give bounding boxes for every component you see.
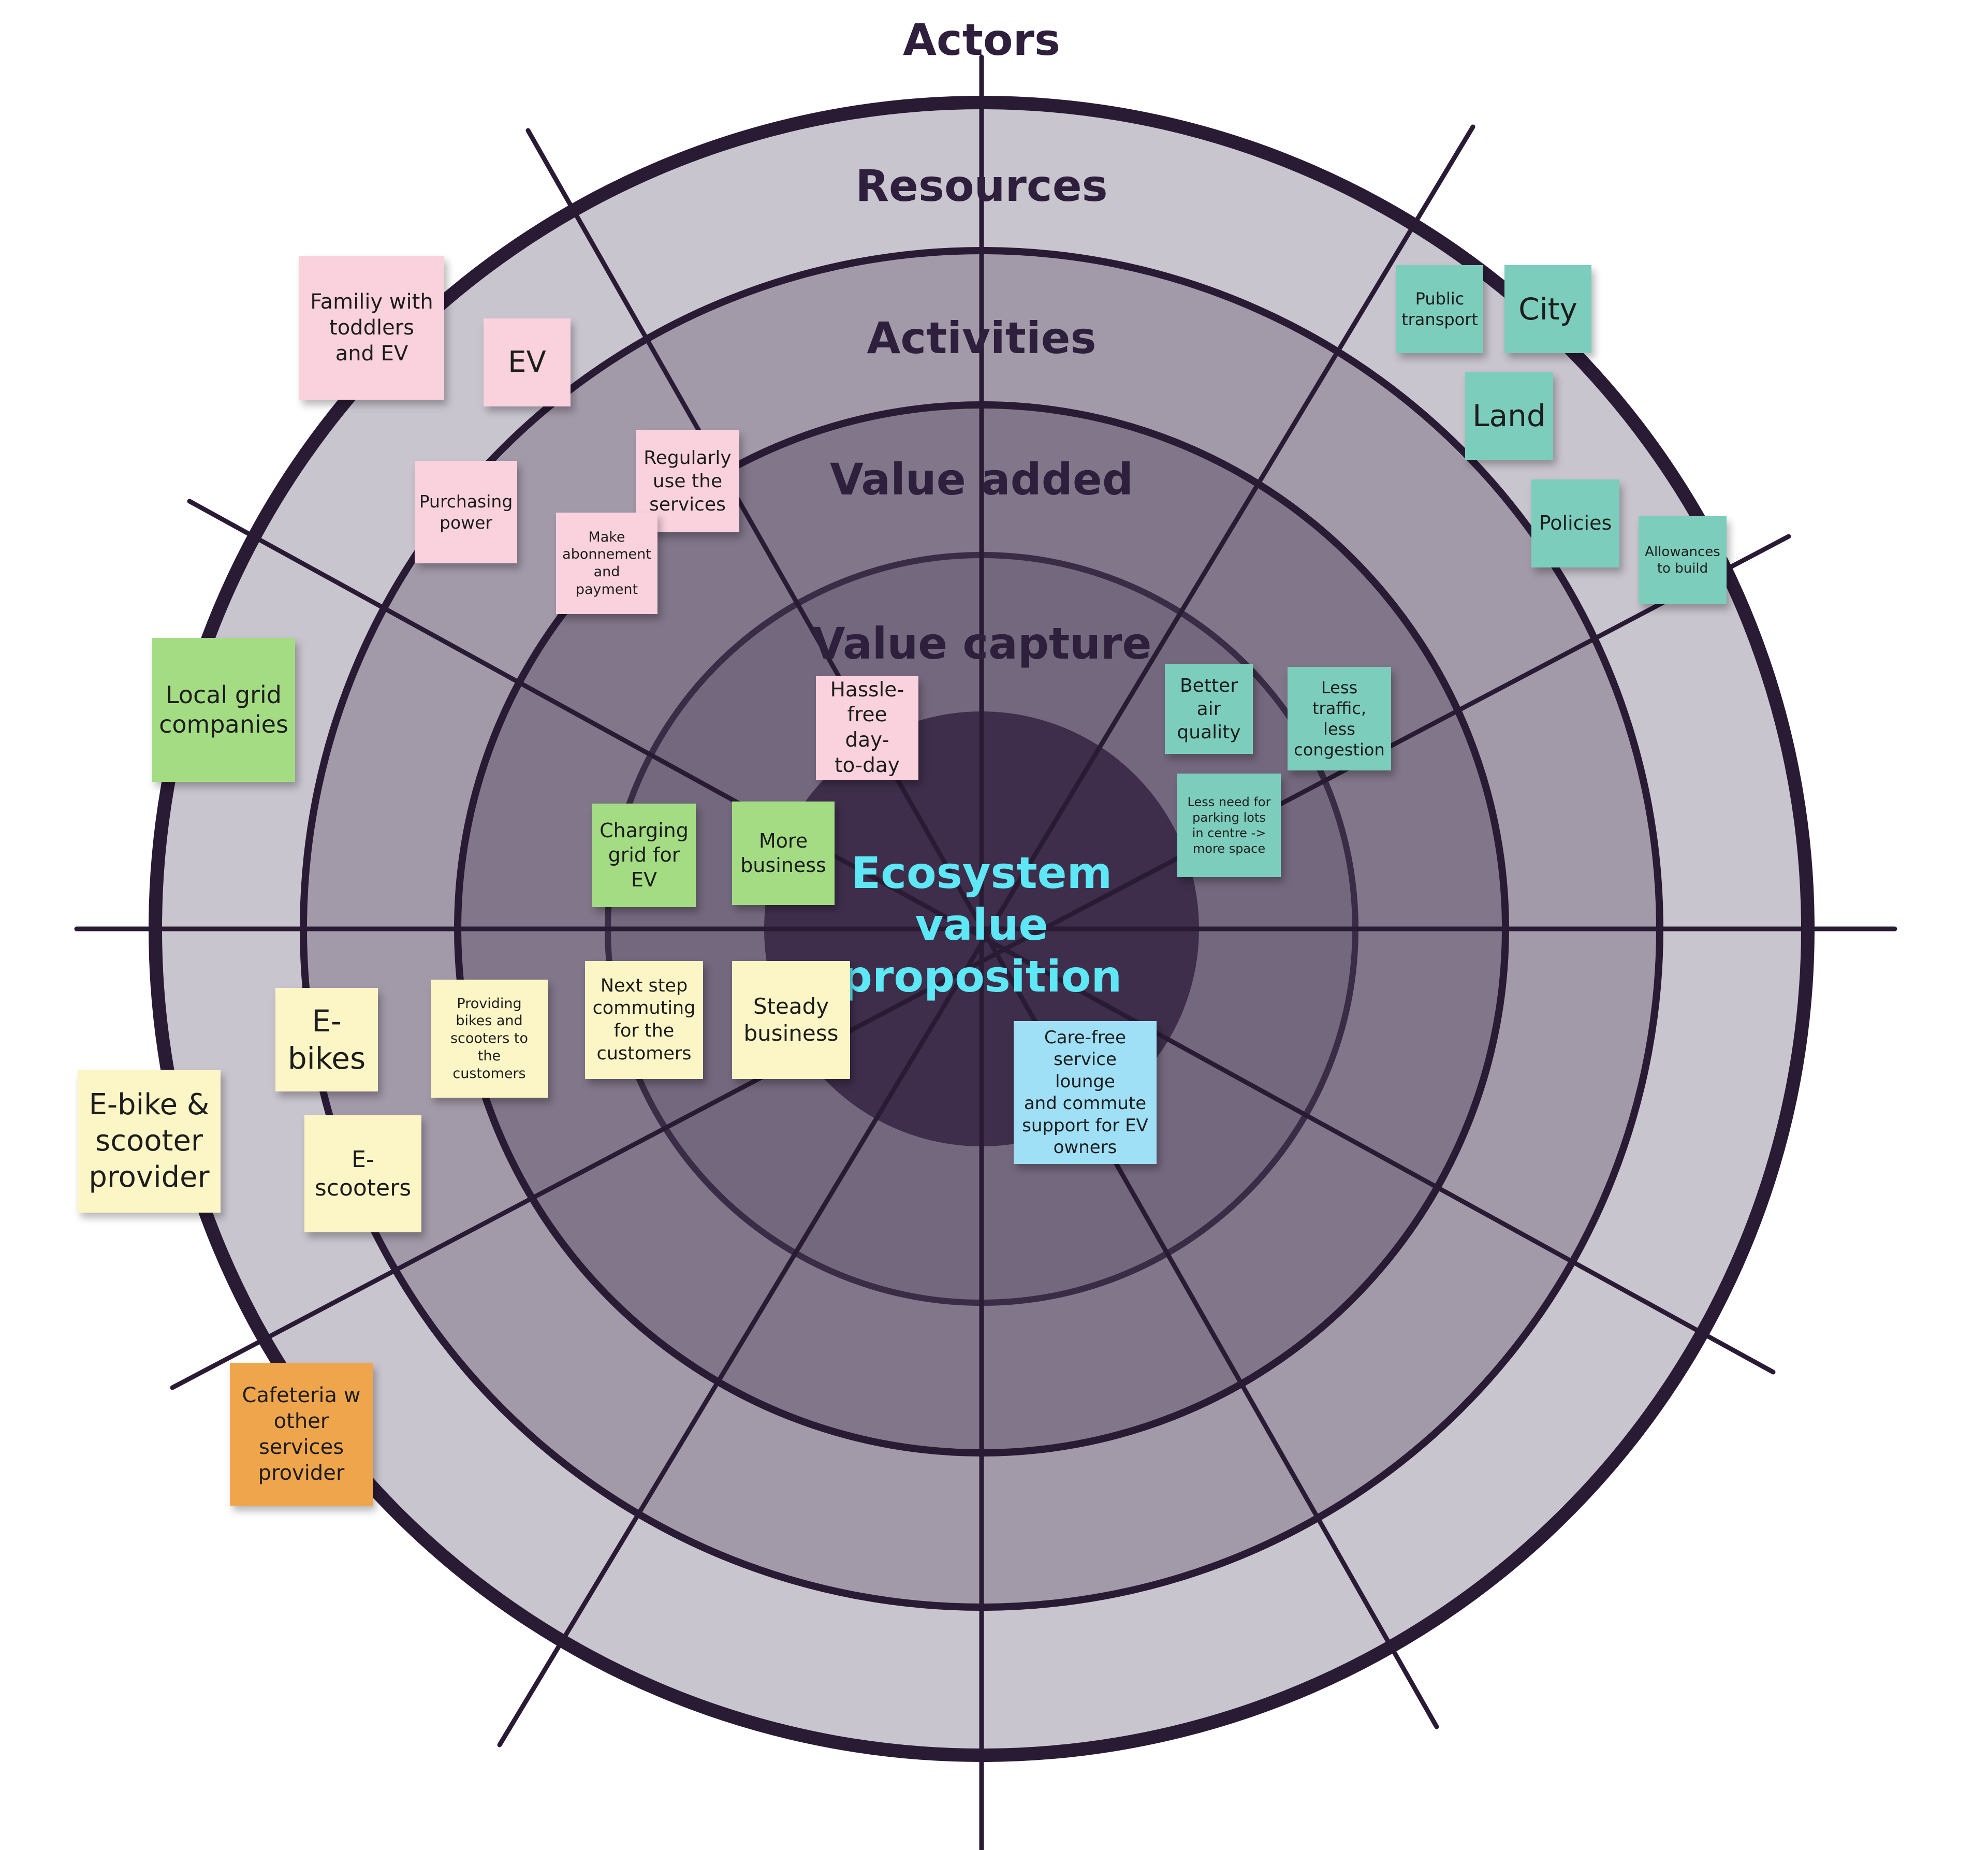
note-less-parking[interactable]: Less need for parking lots in centre -> … [1177,774,1281,877]
spoke-left-lower [170,534,1791,1390]
note-providing-bikes[interactable]: Providing bikes and scooters to the cust… [431,980,548,1098]
note-ebike-scooter-provider[interactable]: E-bike & scooter provider [78,1070,221,1213]
note-abonnement[interactable]: Make abonnement and payment [556,513,657,614]
ring-label-resources: Resources [855,161,1107,211]
note-charging-grid[interactable]: Charging grid for EV [592,804,696,907]
ring-label-value-capture: Value capture [812,618,1152,669]
note-allowances[interactable]: Allowances to build [1639,516,1727,604]
spoke-lower-left [497,124,1475,1747]
note-e-scooters[interactable]: E- scooters [304,1115,421,1232]
note-policies[interactable]: Policies [1531,479,1619,567]
note-next-step[interactable]: Next step commuting for the customers [585,961,703,1079]
note-ev[interactable]: EV [484,318,571,406]
spoke-upper-left [525,128,1439,1729]
ring-label-value-added: Value added [830,454,1133,505]
note-public-transport[interactable]: Public transport [1396,265,1483,353]
center-label-line1: Ecosystem [851,848,1112,898]
center-label-line2: value [915,899,1048,950]
note-purchasing-power[interactable]: Purchasing power [415,461,517,563]
center-label-line3: proposition [841,951,1122,1002]
note-steady-business[interactable]: Steady business [732,961,850,1079]
spoke-lines [74,54,1897,1850]
note-e-bikes[interactable]: E- bikes [275,988,378,1091]
ring-label-actors: Actors [903,14,1060,65]
spoke-left-upper [187,499,1776,1375]
ring-label-activities: Activities [867,313,1096,363]
note-local-grid[interactable]: Local grid companies [152,638,295,782]
note-hassle-free[interactable]: Hassle- free day- to-day [816,676,918,780]
note-cafeteria[interactable]: Cafeteria w other services provider [230,1363,373,1506]
note-more-business[interactable]: More business [732,802,835,905]
note-less-traffic[interactable]: Less traffic, less congestion [1288,667,1391,770]
note-city[interactable]: City [1504,265,1591,353]
note-land[interactable]: Land [1465,372,1553,460]
note-care-free[interactable]: Care-free service lounge and commute sup… [1014,1021,1157,1164]
note-family[interactable]: Familiy with toddlers and EV [299,256,444,400]
note-better-air[interactable]: Better air quality [1165,664,1253,754]
